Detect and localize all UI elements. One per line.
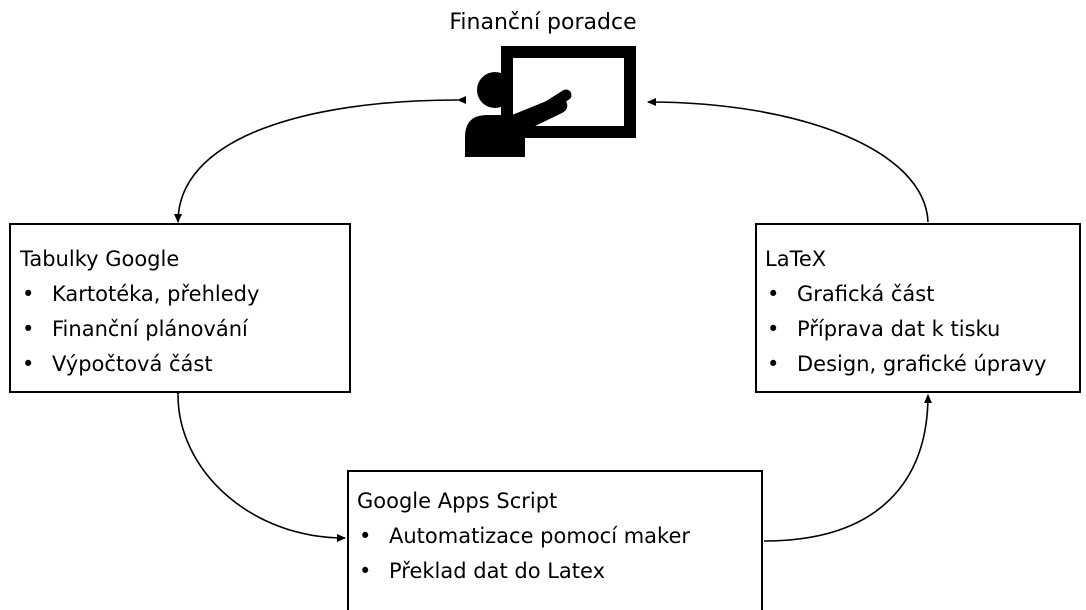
pointer-icon-part: [541, 89, 572, 113]
list-item: • Kartotéka, přehledy: [20, 277, 349, 312]
list-item-text: Grafická část: [797, 282, 935, 306]
list-item: • Design, grafické úpravy: [765, 347, 1079, 382]
bullet: •: [767, 282, 780, 306]
list-item-text: Překlad dat do Latex: [389, 559, 605, 583]
bullet: •: [22, 317, 35, 341]
person-body-icon-part: [465, 96, 568, 157]
bullet: •: [359, 524, 372, 548]
advisor-label: Finanční poradce: [449, 10, 637, 35]
list-item: • Automatizace pomocí maker: [357, 519, 761, 554]
node-item-list: • Automatizace pomocí maker • Překlad dat …: [357, 519, 761, 589]
node-item-list: • Grafická část • Příprava dat k tisku • De…: [765, 277, 1079, 382]
list-item-text: Automatizace pomocí maker: [389, 524, 691, 548]
bullet: •: [22, 282, 35, 306]
list-item: • Výpočtová část: [20, 347, 349, 382]
list-item: • Finanční plánování: [20, 312, 349, 347]
arrow-apps-script-to-latex: [763, 394, 932, 542]
bullet: •: [767, 352, 780, 376]
arrow-advisor-to-google-sheets: [174, 95, 467, 223]
list-item: • Příprava dat k tisku: [765, 312, 1079, 347]
list-item-text: Příprava dat k tisku: [797, 317, 1001, 341]
list-item-text: Finanční plánování: [52, 317, 248, 341]
list-item: • Grafická část: [765, 277, 1079, 312]
node-latex: LaTeX • Grafická část • Příprava dat k tis…: [755, 223, 1081, 393]
list-item-text: Výpočtová část: [52, 352, 213, 376]
bullet: •: [767, 317, 780, 341]
node-item-list: • Kartotéka, přehledy • Finanční plánování…: [20, 277, 349, 382]
teacher-presentation-icon: [465, 46, 636, 157]
bullet: •: [359, 559, 372, 583]
node-title: LaTeX: [765, 247, 827, 271]
node-title: Google Apps Script: [357, 489, 558, 513]
arrow-latex-to-advisor: [647, 98, 929, 223]
list-item-text: Design, grafické úpravy: [797, 352, 1047, 376]
node-apps-script: Google Apps Script • Automatizace pomocí …: [347, 470, 763, 610]
list-item-text: Kartotéka, přehledy: [52, 282, 260, 306]
list-item: • Překlad dat do Latex: [357, 554, 761, 589]
arrow-google-sheets-to-apps-script: [173, 386, 346, 542]
person-head-icon-part: [477, 72, 513, 108]
node-title: Tabulky Google: [20, 247, 180, 271]
bullet: •: [22, 352, 35, 376]
node-google-sheets: Tabulky Google • Kartotéka, přehledy • Fin…: [9, 223, 351, 393]
